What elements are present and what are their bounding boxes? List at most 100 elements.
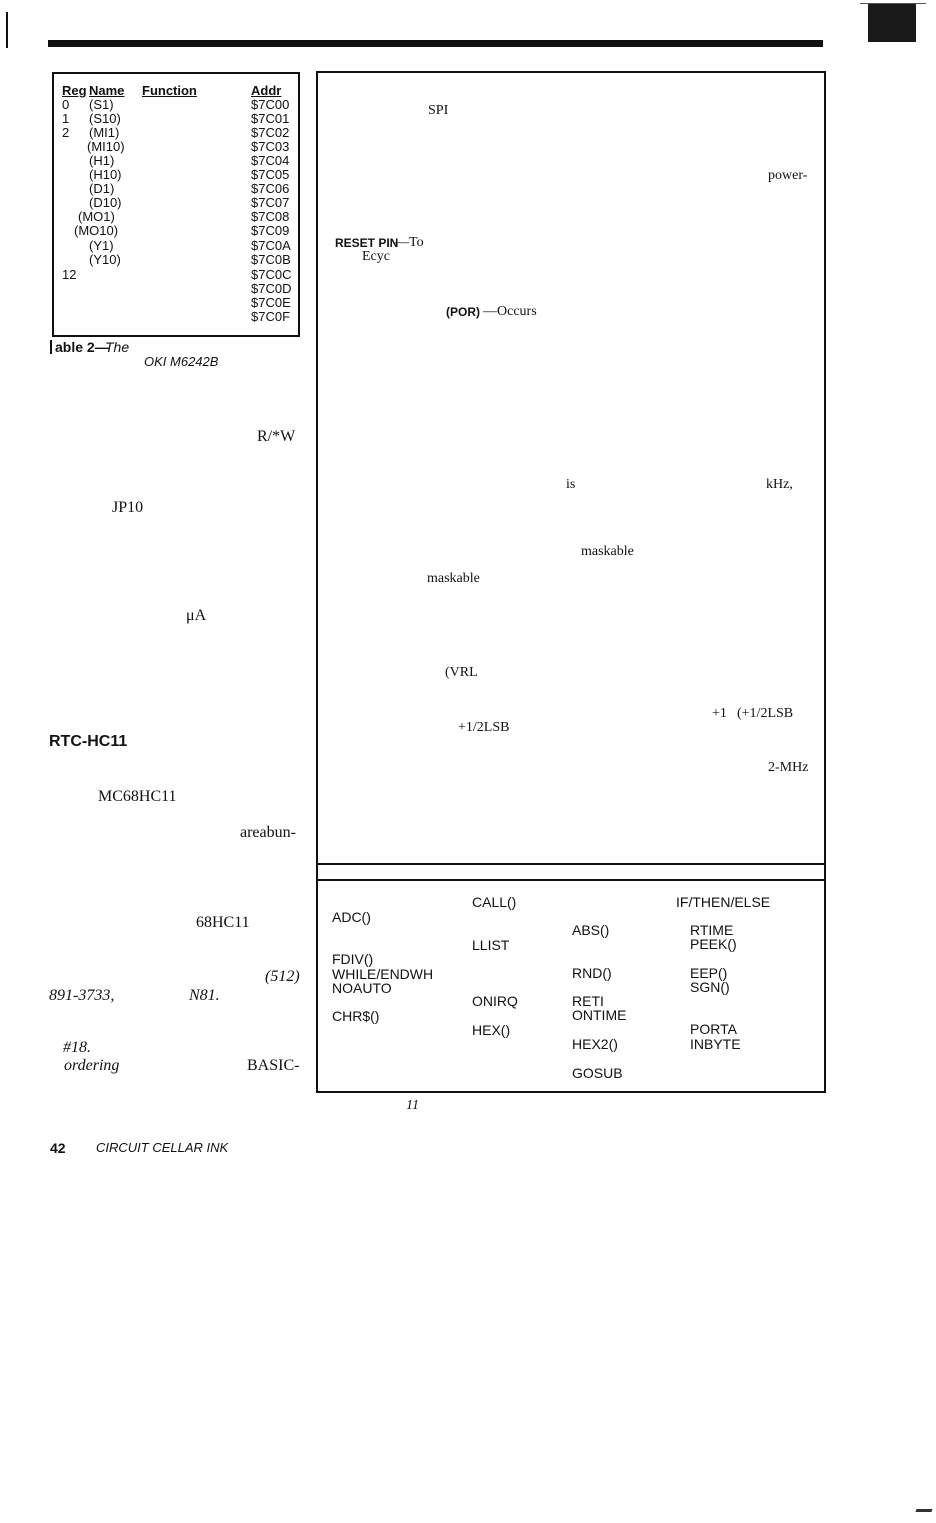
text-fragment: maskable [427,571,480,586]
name-cell: (H10) [89,167,122,182]
addr-cell: $7C0D [251,281,292,296]
header-rule [48,40,823,47]
text-fragment: JP10 [112,499,144,516]
keyword: EEP() [690,965,728,981]
addr-cell: $7C05 [251,167,290,182]
page-number: 42 [50,1140,66,1156]
por-label: (POR) [446,305,480,319]
text-fragment: Ecyc [362,249,390,264]
addr-cell: $7C03 [251,139,290,154]
keyword: CHR$() [332,1008,380,1024]
reg-cell: 12 [62,267,77,282]
keyword: PORTA [690,1021,737,1037]
reset-pin-label: RESET PIN [335,236,399,250]
addr-cell: $7C0B [251,252,291,267]
magazine-name: CIRCUIT CELLAR INK [96,1140,229,1155]
addr-cell: $7C04 [251,153,290,168]
keyword: ADC() [332,909,371,925]
text-fragment: 2-MHz [768,760,809,775]
keyword: ONIRQ [472,993,518,1009]
text-fragment: μA [186,607,207,624]
text-fragment: —To [395,235,424,250]
keyword: IF/THEN/ELSE [676,894,771,910]
header-name: Name [89,83,125,98]
table-caption-chip: OKI M6242B [144,354,219,369]
text-fragment: 68HC11 [196,914,250,931]
keyword: WHILE/ENDWH [332,966,434,982]
text-fragment: BASIC- [247,1057,300,1074]
keyword-separator [318,879,824,881]
text-fragment: ordering [64,1057,120,1074]
name-cell: (Y10) [89,252,121,267]
addr-cell: $7C00 [251,97,290,112]
keyword: FDIV() [332,951,374,967]
box-caption-number: 11 [406,1098,419,1113]
text-fragment: SPI [428,103,449,118]
addr-cell: $7C0C [251,267,292,282]
table-caption-label: able 2— [55,339,109,355]
reg-cell: 1 [62,111,70,126]
addr-cell: $7C01 [251,111,290,126]
corner-thumb-tab [868,3,916,42]
text-fragment: kHz, [766,477,793,492]
reg-cell: 0 [62,97,70,112]
addr-cell: $7C0E [251,295,291,310]
keyword: RND() [572,965,612,981]
register-table: Reg Name Function Addr 0 1 2 12 (S1) (S1… [52,72,300,337]
keyword: HEX2() [572,1036,618,1052]
keyword: ONTIME [572,1007,627,1023]
addr-cell: $7C07 [251,195,290,210]
header-addr: Addr [251,83,282,98]
addr-cell: $7C08 [251,209,290,224]
section-heading: RTC-HC11 [49,733,128,750]
text-fragment: MC68HC11 [98,788,177,805]
keyword: PEEK() [690,936,737,952]
addr-cell: $7C09 [251,223,290,238]
reg-cell: 2 [62,125,70,140]
keyword: ABS() [572,922,610,938]
keyword: LLIST [472,937,510,953]
name-cell: (D10) [89,195,122,210]
margin-line [6,12,8,48]
name-cell: (MO10) [74,223,119,238]
keyword: INBYTE [690,1036,741,1052]
text-fragment: is [566,477,576,492]
text-fragment: maskable [581,544,634,559]
text-fragment: areabun- [240,824,296,841]
scan-mark [915,1509,933,1512]
addr-cell: $7C02 [251,125,290,140]
header-reg: Reg [62,83,87,98]
caption-bar [50,340,52,354]
text-fragment: power- [768,168,808,183]
text-fragment: (VRL [445,665,478,680]
addr-cell: $7C0F [251,309,291,324]
addr-cell: $7C0A [251,238,291,253]
keyword: HEX() [472,1022,511,1038]
text-fragment: +1 [712,706,727,721]
name-cell: (MI1) [89,125,120,140]
sidebar-box: SPI power- RESET PIN —To Ecyc (POR) —Occ… [316,71,826,1093]
keyword: CALL() [472,894,517,910]
text-fragment: N81. [189,987,220,1004]
addr-cell: $7C06 [251,181,290,196]
text-fragment: +1/2LSB [458,720,510,735]
keyword: RTIME [690,922,734,938]
text-fragment: (512) [265,968,300,985]
keyword: NOAUTO [332,980,392,996]
name-cell: (H1) [89,153,115,168]
text-fragment: —Occurs [483,304,537,319]
keyword: RETI [572,993,604,1009]
table-caption-the: The [105,339,130,355]
name-cell: (S1) [89,97,114,112]
name-cell: (D1) [89,181,115,196]
name-cell: (Y1) [89,238,114,253]
text-fragment: R/*W [257,428,296,445]
text-fragment: #18. [63,1039,91,1056]
corner-thumb-line [860,3,926,4]
keyword-separator [318,863,824,865]
name-cell: (S10) [89,111,121,126]
text-fragment: (+1/2LSB [737,706,794,721]
keyword: GOSUB [572,1065,623,1081]
name-cell: (MO1) [78,209,115,224]
header-function: Function [142,83,197,98]
